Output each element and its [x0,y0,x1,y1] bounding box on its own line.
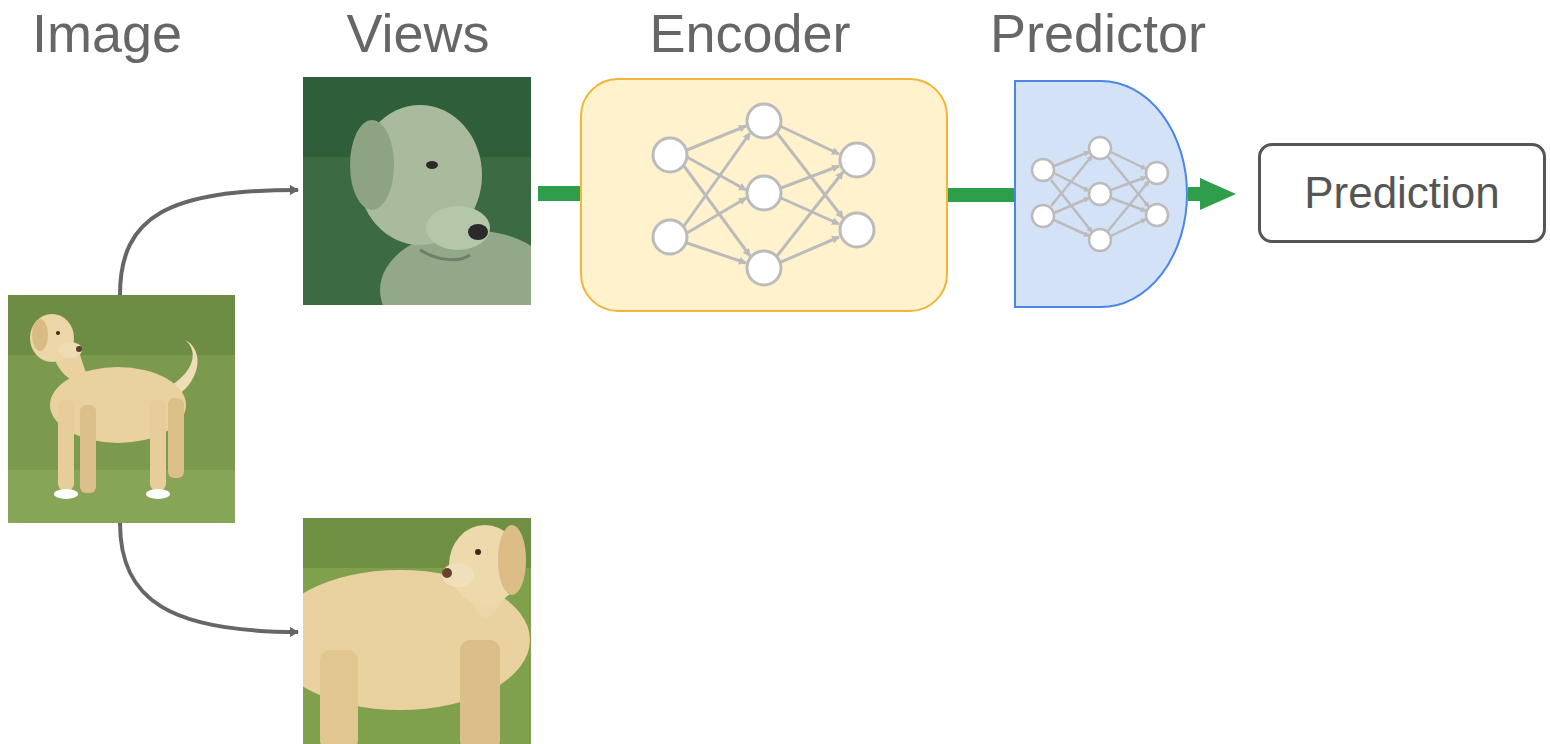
curved-arrow [120,190,298,295]
stage-heading: Encoder [649,4,850,63]
d-outline [1014,80,1188,308]
dog-photo [8,295,235,523]
predictor-shape-outline [1014,80,1188,308]
encoder-box-outline [580,78,948,312]
flow-bar [538,186,582,201]
dog-view-crop [303,518,531,744]
dog-view-crop [303,77,531,305]
stage-heading: Predictor [990,4,1206,63]
flow-connector [948,195,1014,196]
output-box-outline: Prediction [1258,143,1546,243]
curved-arrow [120,523,298,632]
predictor-shape: Predictor [960,0,1236,320]
encoder-box: Encoder [570,0,958,320]
stage-heading: Views [346,4,489,63]
output-box: Prediction [1258,143,1546,243]
output-label: Prediction [1304,169,1500,217]
flow-connector [1188,178,1236,210]
stage-heading: Image [32,4,182,63]
